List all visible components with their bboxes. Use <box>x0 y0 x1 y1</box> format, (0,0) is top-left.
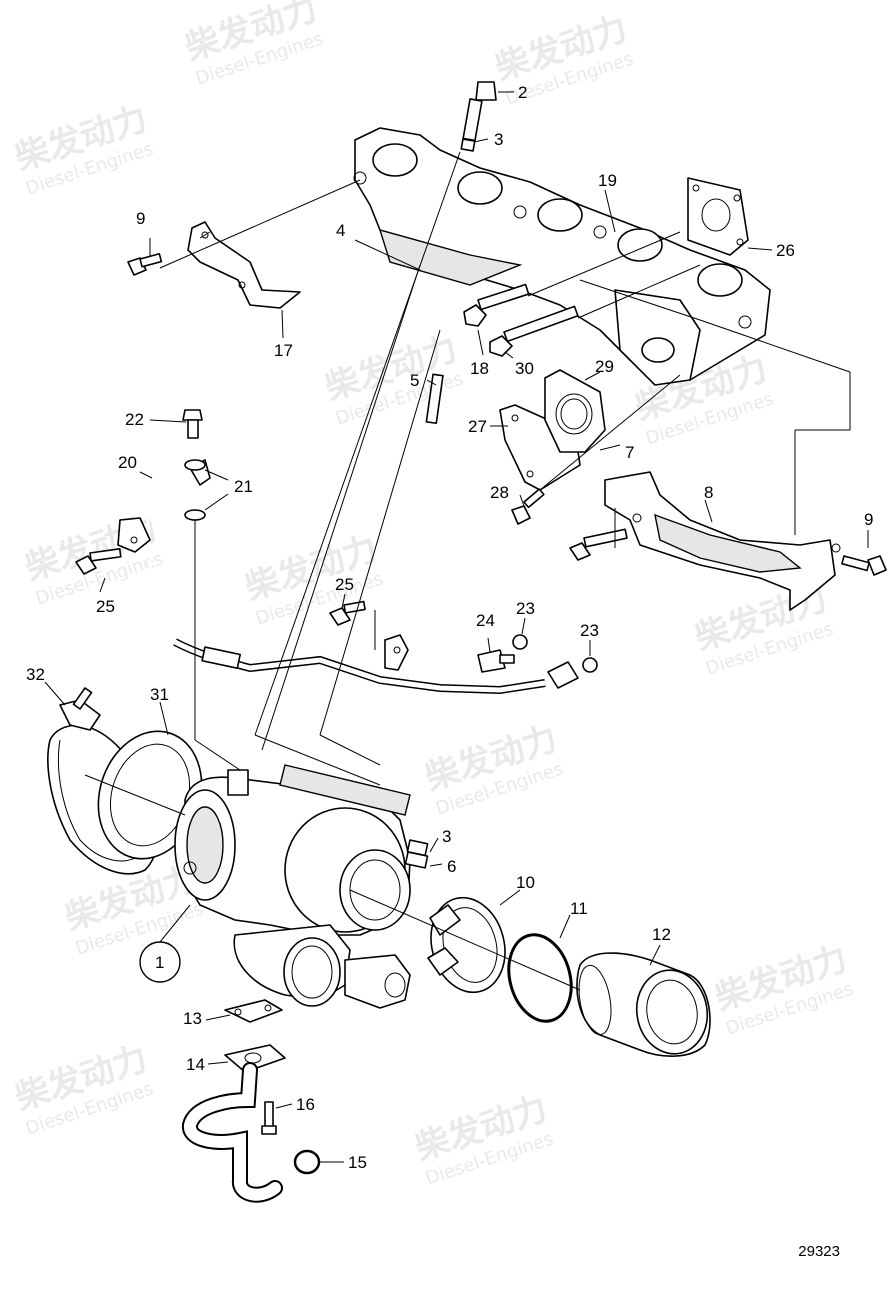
gasket-26 <box>687 177 749 256</box>
item-1-circle <box>139 941 181 983</box>
callout-32: 32 <box>26 665 45 684</box>
o-ring-11 <box>507 933 573 1023</box>
callout-19: 19 <box>598 171 617 190</box>
callout-16: 16 <box>296 1095 315 1114</box>
callout-27: 27 <box>468 417 487 436</box>
callout-30: 30 <box>515 359 534 378</box>
callout-12: 12 <box>652 925 671 944</box>
callout-9-left: 9 <box>136 209 145 228</box>
washer-21-upper <box>184 459 206 471</box>
ring-15 <box>293 1149 321 1175</box>
callout-3-top: 3 <box>494 130 503 149</box>
heat-shield-8 <box>604 471 841 611</box>
callout-10: 10 <box>516 873 535 892</box>
leader-lines <box>44 91 869 1163</box>
gasket-13 <box>224 999 283 1023</box>
callout-29: 29 <box>595 357 614 376</box>
callout-20: 20 <box>118 453 137 472</box>
callout-23-left: 23 <box>516 599 535 618</box>
oil-return-pipe-14 <box>182 1044 286 1203</box>
callout-7: 7 <box>625 443 634 462</box>
washer-23-right <box>582 657 598 673</box>
callout-11: 11 <box>570 899 588 918</box>
sleeve-3-top <box>460 138 476 152</box>
callout-9-right: 9 <box>864 510 873 529</box>
callout-5: 5 <box>410 371 419 390</box>
callout-1: 1 <box>155 953 164 972</box>
bolt-25-left <box>75 548 122 575</box>
callout-6: 6 <box>447 857 456 876</box>
watermark-1: 柴发动力 Diesel-Engines <box>180 0 326 89</box>
bolt-28 <box>511 488 545 525</box>
callout-23-right: 23 <box>580 621 599 640</box>
clamp-10 <box>427 896 506 994</box>
exhaust-manifold <box>353 127 771 386</box>
callout-17: 17 <box>274 341 293 360</box>
callout-31: 31 <box>150 685 169 704</box>
watermark-2: 柴发动力 Diesel-Engines <box>490 8 636 109</box>
figure-number: 29323 <box>798 1243 840 1260</box>
hose-12 <box>576 952 711 1057</box>
callout-25-left: 25 <box>96 597 115 616</box>
bolt-7 <box>569 528 628 561</box>
watermark-11: 柴发动力 Diesel-Engines <box>710 938 856 1039</box>
bolt-25-mid <box>329 600 366 626</box>
washer-23-left <box>512 634 528 650</box>
watermark-9: 柴发动力 Diesel-Engines <box>420 718 566 819</box>
callout-22: 22 <box>125 410 144 429</box>
callout-24: 24 <box>476 611 495 630</box>
callout-26: 26 <box>776 241 795 260</box>
watermark-8: 柴发动力 Diesel-Engines <box>690 578 836 679</box>
bolt-18 <box>463 283 530 327</box>
pipe-nut <box>547 661 579 689</box>
bolt-30 <box>489 305 579 357</box>
washer-21-lower <box>184 509 206 521</box>
bolt-2 <box>462 81 497 142</box>
banjo-bolt-22 <box>182 409 203 439</box>
callout-4: 4 <box>336 221 345 240</box>
stud-5 <box>425 373 444 425</box>
watermark-3: 柴发动力 Diesel-Engines <box>10 98 156 199</box>
callout-15: 15 <box>348 1153 367 1172</box>
callout-3-lower: 3 <box>442 827 451 846</box>
watermark-13: 柴发动力 Diesel-Engines <box>10 1038 156 1139</box>
callout-2: 2 <box>518 83 527 102</box>
bolt-9-right <box>841 555 887 576</box>
callout-28: 28 <box>490 483 509 502</box>
callout-8: 8 <box>704 483 713 502</box>
gasket-29 <box>544 369 606 453</box>
callout-labels: 1 2 3 3 4 5 6 7 8 9 9 10 11 12 13 14 15 … <box>26 83 873 1172</box>
callout-21: 21 <box>234 477 253 496</box>
callout-25-mid: 25 <box>335 575 354 594</box>
callout-14: 14 <box>186 1055 205 1074</box>
callout-13: 13 <box>183 1009 202 1028</box>
oil-pipe-horizontal <box>173 634 546 695</box>
nut-6 <box>404 851 429 869</box>
turbocharger-1 <box>174 764 411 1009</box>
callout-18: 18 <box>470 359 489 378</box>
watermark-12: 柴发动力 Diesel-Engines <box>410 1088 556 1189</box>
union-24 <box>477 649 515 673</box>
oil-feed-pipe-20 <box>117 459 211 641</box>
bolt-9-left <box>127 253 163 276</box>
bolt-16 <box>261 1101 277 1135</box>
